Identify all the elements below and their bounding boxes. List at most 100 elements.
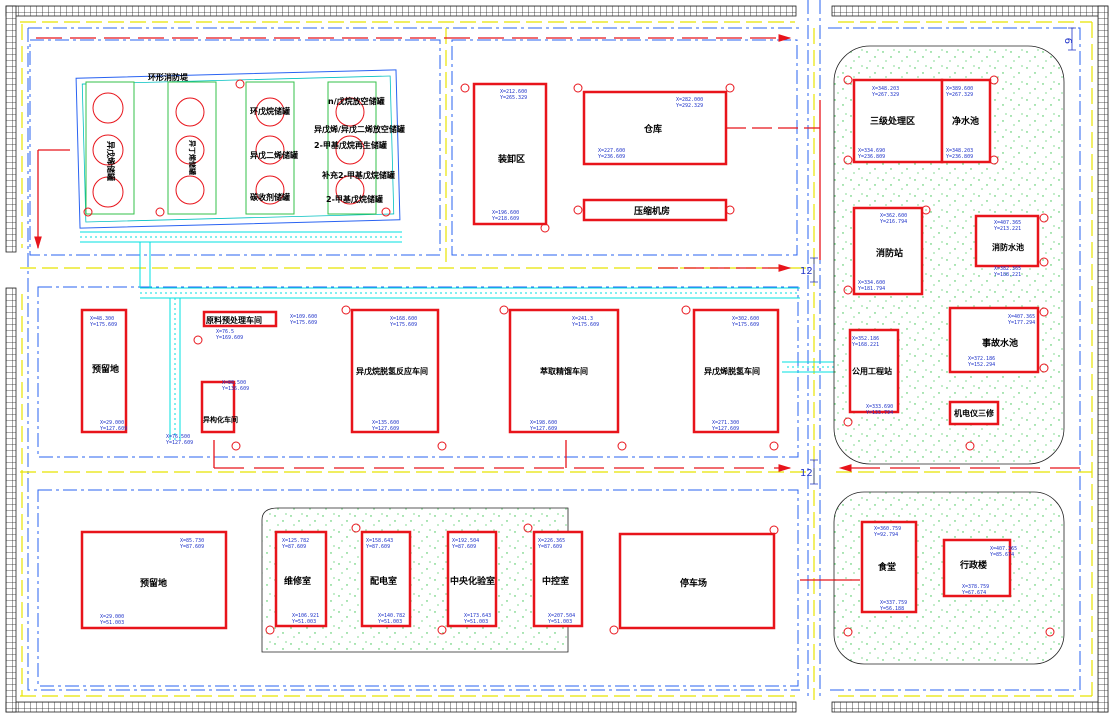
label-text-d: 补充2-甲基戊烷储罐 [321, 170, 395, 180]
building-lab [446, 530, 498, 628]
label-sewage: 三级处理区 [870, 115, 915, 127]
dim-road-mid: 12 [800, 266, 813, 277]
svg-text:Y=127.609: Y=127.609 [166, 440, 193, 446]
building-reserve-1 [80, 308, 128, 434]
label-tank-f: 碳收剂储罐 [250, 192, 290, 202]
svg-text:X=334.690: X=334.690 [858, 148, 885, 154]
building-power [360, 530, 412, 628]
label-text-c: 2-甲基戊烷再生储罐 [314, 140, 387, 150]
svg-text:Y=236.809: Y=236.809 [946, 154, 973, 160]
label-warehouse: 仓库 [643, 123, 662, 135]
building-fire-pool [974, 214, 1040, 268]
building-office [942, 538, 1012, 598]
building-sewage [852, 78, 944, 164]
svg-text:X=407.365: X=407.365 [1008, 314, 1035, 320]
building-clean-water [940, 78, 992, 164]
building-isomer [200, 380, 236, 434]
svg-text:X=88.500: X=88.500 [222, 380, 246, 386]
svg-text:X=168.600: X=168.600 [390, 316, 417, 322]
svg-text:Y=152.294: Y=152.294 [968, 362, 995, 368]
svg-text:Y=127.609: Y=127.609 [530, 426, 557, 432]
svg-text:X=140.782: X=140.782 [378, 613, 405, 619]
label-fire-station: 消防站 [876, 247, 903, 259]
label-power: 配电室 [370, 575, 397, 587]
svg-text:X=360.759: X=360.759 [874, 526, 901, 532]
svg-text:X=29.000: X=29.000 [100, 614, 124, 620]
svg-text:X=135.600: X=135.600 [372, 420, 399, 426]
fire-hydrants [83, 75, 1055, 637]
label-clean-water: 净水池 [952, 115, 979, 127]
svg-text:X=382.365: X=382.365 [994, 266, 1021, 272]
svg-text:Y=85.674: Y=85.674 [990, 552, 1014, 558]
svg-text:X=271.300: X=271.300 [712, 420, 739, 426]
building-reserve-2 [80, 530, 228, 630]
dim-road-low: 12 [800, 468, 813, 479]
tank-farm [75, 69, 401, 229]
svg-text:Y=87.609: Y=87.609 [366, 544, 390, 550]
label-loading: 装卸区 [497, 153, 525, 165]
svg-text:X=226.365: X=226.365 [538, 538, 565, 544]
svg-text:X=407.365: X=407.365 [990, 546, 1017, 552]
svg-text:X=158.643: X=158.643 [366, 538, 393, 544]
svg-text:Y=56.188: Y=56.188 [880, 606, 904, 612]
building-fire-station [852, 206, 924, 296]
svg-text:Y=236.609: Y=236.609 [598, 154, 625, 160]
svg-text:Y=188.221: Y=188.221 [994, 272, 1021, 278]
traffic-flow-arrows [34, 34, 1080, 581]
building-reaction [350, 308, 440, 434]
svg-text:Y=136.609: Y=136.609 [222, 386, 249, 392]
svg-text:X=196.600: X=196.600 [492, 210, 519, 216]
label-extract: 萃取精馏车间 [540, 366, 588, 376]
svg-text:X=109.600: X=109.600 [290, 314, 317, 320]
svg-text:X=125.782: X=125.782 [282, 538, 309, 544]
label-utility: 公用工程站 [852, 366, 892, 376]
svg-text:Y=127.609: Y=127.609 [372, 426, 399, 432]
svg-text:Y=92.794: Y=92.794 [874, 532, 898, 538]
svg-text:X=29.000: X=29.000 [100, 420, 124, 426]
svg-text:Y=175.609: Y=175.609 [572, 322, 599, 328]
building-utility [848, 328, 900, 414]
svg-text:X=76.500: X=76.500 [166, 434, 190, 440]
label-control: 中控室 [542, 575, 569, 587]
coordinate-annotations: X=212.600 Y=265.329 X=196.600 Y=218.609 … [90, 86, 1035, 626]
svg-text:Y=127.609: Y=127.609 [712, 426, 739, 432]
building-dehyd [692, 308, 780, 434]
svg-text:X=76.5: X=76.5 [216, 329, 234, 335]
svg-text:Y=213.221: Y=213.221 [994, 226, 1021, 232]
svg-text:X=106.921: X=106.921 [292, 613, 319, 619]
label-tank-d: 环戊烷储罐 [250, 106, 290, 116]
svg-text:X=348.203: X=348.203 [946, 148, 973, 154]
svg-text:X=198.600: X=198.600 [530, 420, 557, 426]
svg-text:X=407.365: X=407.365 [994, 220, 1021, 226]
building-generator [948, 400, 1000, 426]
svg-text:X=334.600: X=334.600 [858, 280, 885, 286]
label-text-e: 2-甲基戊烷储罐 [326, 194, 383, 204]
svg-text:Y=175.609: Y=175.609 [290, 320, 317, 326]
label-fire-pool: 消防水池 [992, 242, 1024, 252]
svg-text:X=282.000: X=282.000 [676, 97, 703, 103]
svg-text:Y=216.794: Y=216.794 [880, 219, 907, 225]
label-tank-b: 异丁烯储罐 [188, 140, 197, 175]
svg-text:Y=169.609: Y=169.609 [216, 335, 243, 341]
dim-road-top: 9 [1064, 38, 1075, 44]
label-generator: 机电仪三修 [954, 408, 995, 418]
svg-text:X=337.759: X=337.759 [880, 600, 907, 606]
building-warehouse [582, 90, 728, 166]
svg-text:Y=175.609: Y=175.609 [732, 322, 759, 328]
label-compressor: 压缩机房 [634, 205, 670, 217]
label-isomer: 异构化车间 [203, 415, 238, 424]
label-parking: 停车场 [680, 577, 707, 589]
label-reserve-2: 预留地 [140, 577, 167, 589]
svg-text:Y=267.329: Y=267.329 [872, 92, 899, 98]
svg-text:Y=67.674: Y=67.674 [962, 590, 986, 596]
svg-text:X=352.186: X=352.186 [852, 336, 879, 342]
svg-text:Y=175.609: Y=175.609 [390, 322, 417, 328]
svg-text:X=212.600: X=212.600 [500, 89, 527, 95]
dimension-values: 9 12 12 [800, 38, 1075, 479]
svg-text:Y=265.329: Y=265.329 [500, 95, 527, 101]
svg-text:Y=218.609: Y=218.609 [492, 216, 519, 222]
label-accident-pool: 事故水池 [982, 337, 1018, 349]
svg-text:Y=127.609: Y=127.609 [100, 426, 127, 432]
svg-text:Y=51.003: Y=51.003 [292, 619, 316, 625]
